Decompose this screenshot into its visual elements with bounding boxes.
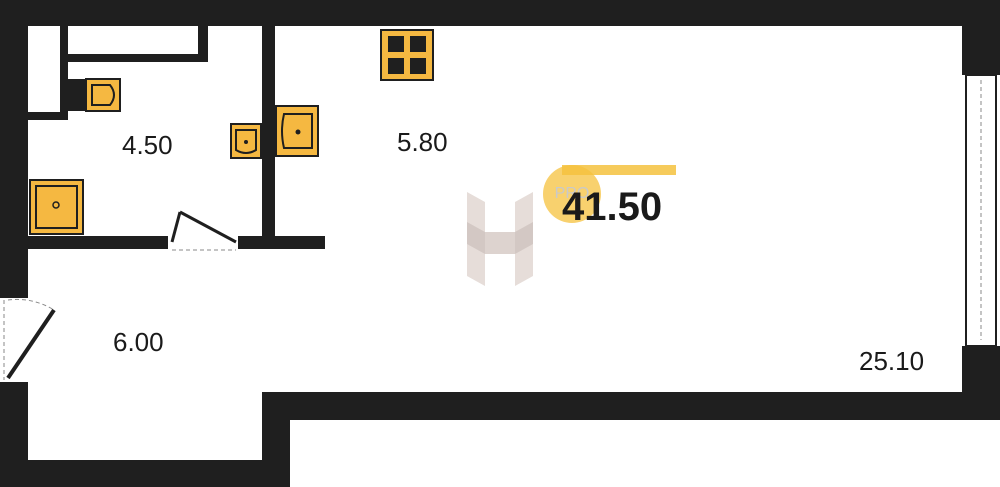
entrance-door [0,298,56,382]
total-area: 41.50 [562,185,663,229]
pro-badge: PRO [543,165,601,223]
wall-top [0,0,1000,26]
kitchen-sink-icon [275,105,319,157]
stove-icon [380,29,434,81]
wall-cabinet-bottom [60,54,208,62]
wall-cabinet-right [198,26,208,62]
total-area-highlight [562,165,676,175]
bathroom-area-label: 4.50 [122,130,173,160]
wall-niche-left [60,26,68,120]
watermark-logo-icon [467,192,533,286]
living-area-label: 25.10 [859,346,925,376]
hall-area-label: 6.00 [113,327,164,357]
bathroom-door [168,210,238,251]
sink-icon [230,123,262,159]
wall-right-lower [962,346,1000,420]
wall-right-upper [962,0,1000,75]
wall-niche-shelf [28,112,68,120]
wall-bottom-right [262,392,1000,420]
wall-left-upper [0,0,28,298]
kitchen-area-label: 5.80 [397,127,448,157]
shower-icon [29,179,84,235]
toilet-icon [68,78,121,112]
wall-bottom-left [0,460,290,487]
wall-bath-kitchen [262,26,275,249]
